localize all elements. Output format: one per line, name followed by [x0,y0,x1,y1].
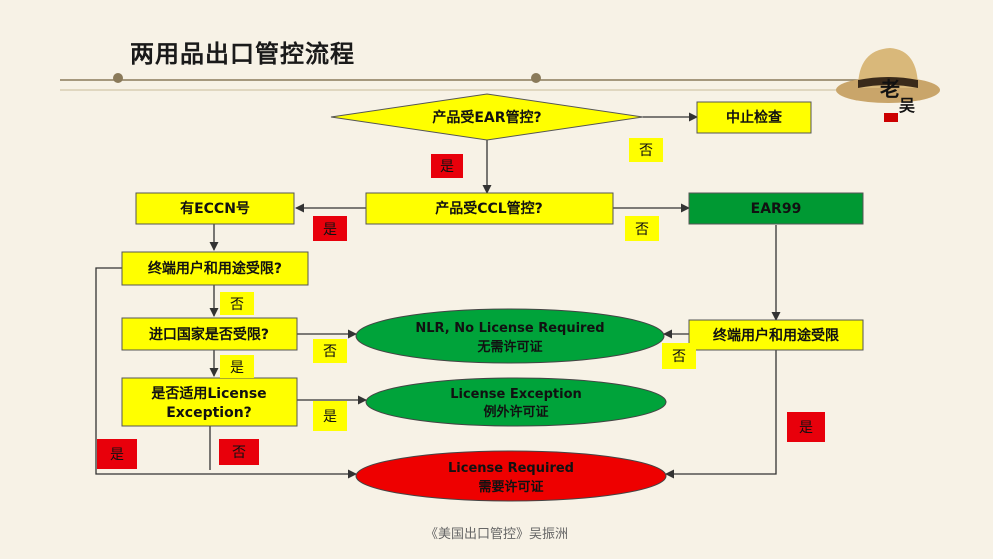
label-yes-country: 是 [230,360,244,376]
nlr-ellipse [355,308,665,364]
country-restricted-box [121,317,298,351]
label-no-ear: 否 [639,143,653,159]
edge-labels: 是 否 是 否 否 是 否 是 是 否 否 是 [97,138,825,469]
stop-check-label: 中止检查 [726,109,783,126]
nlr-line2: 无需许可证 [476,339,542,355]
decision-ear-controlled-label: 产品受EAR管控? [432,109,541,126]
ccl-controlled-box [365,192,614,225]
slide-footer: 《美国出口管控》吴振洲 [424,527,568,542]
label-no-ccl: 否 [635,222,649,238]
ear99-box [688,192,864,225]
license-exception-line1: License Exception [450,387,582,402]
label-yes-ear: 是 [440,159,454,175]
decision-ear-controlled [330,93,644,141]
label-yes-end-user-right: 是 [799,420,813,436]
header-decoration [60,73,880,91]
connectors [95,112,781,479]
label-no-end-user: 否 [230,297,244,313]
label-yes-end-user: 是 [110,447,124,463]
end-user-restricted-right-label: 终端用户和用途受限 [713,327,839,344]
nlr-line1: NLR, No License Required [415,321,604,336]
license-required-ellipse [355,450,667,502]
license-exception-ellipse [365,377,667,427]
ccl-controlled-label: 产品受CCL管控? [435,200,543,217]
has-eccn-box [135,192,295,225]
hat-logo: 老 吴 [836,48,940,122]
logo-glyph-2: 吴 [899,96,915,115]
has-eccn-label: 有ECCN号 [180,200,250,217]
license-exception-check-line1: 是否适用License [151,385,266,402]
logo-glyph-1: 老 [880,77,900,101]
label-no-country: 否 [323,344,337,360]
license-exception-check-line2: Exception? [166,405,252,421]
label-yes-license-exception: 是 [323,409,337,425]
country-restricted-label: 进口国家是否受限? [149,326,269,343]
slide-title: 两用品出口管控流程 [130,40,355,68]
end-user-restricted-label: 终端用户和用途受限? [148,260,282,277]
label-yes-ccl: 是 [323,222,337,238]
ear99-label: EAR99 [751,201,802,217]
end-user-restricted-right-box [688,319,864,351]
label-no-license-exception: 否 [232,445,246,461]
end-user-restricted-box [121,251,309,286]
license-required-line1: License Required [448,461,574,476]
license-exception-check-box [121,377,298,427]
stop-check-box [696,101,812,134]
license-exception-line2: 例外许可证 [483,404,548,420]
label-no-end-user-right: 否 [672,349,686,365]
license-required-line2: 需要许可证 [478,479,543,495]
